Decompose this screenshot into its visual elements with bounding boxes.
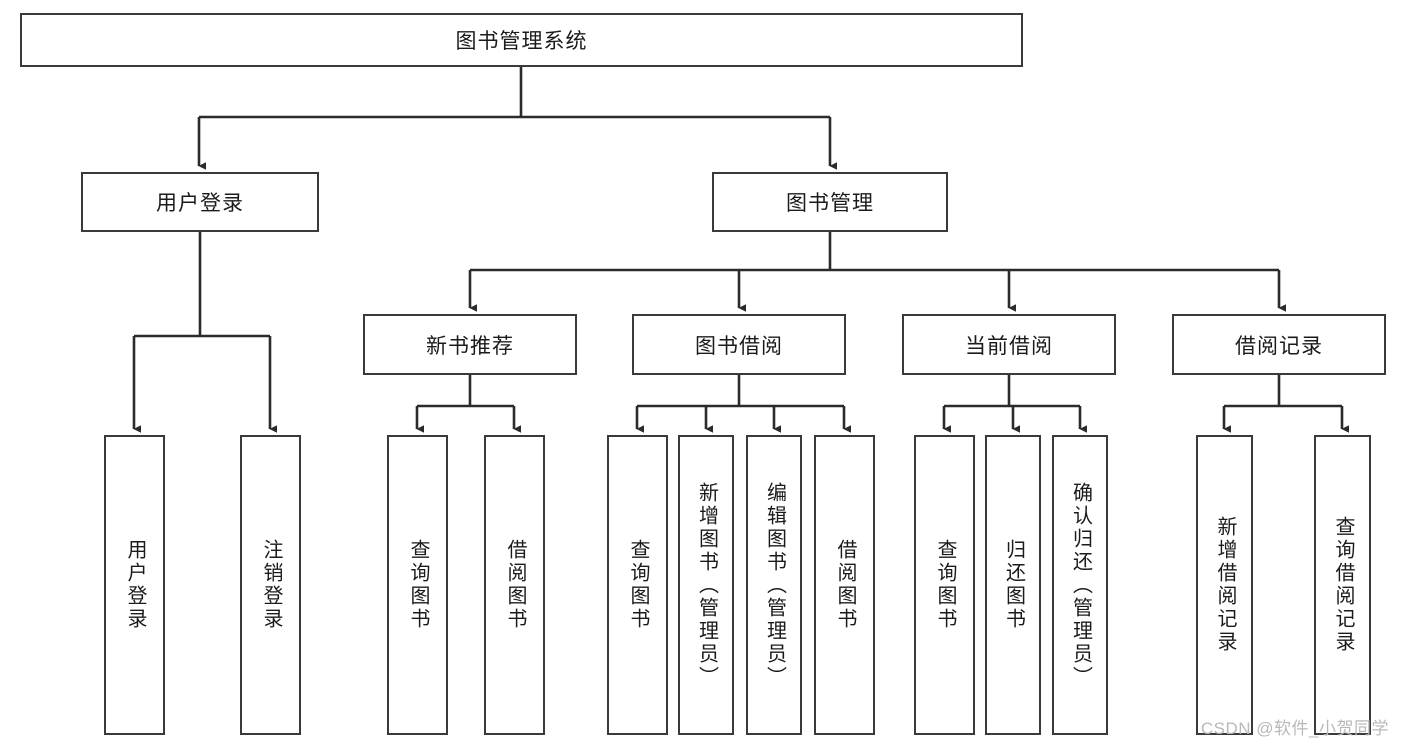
- node-leaf-logout[interactable]: 注销登录: [240, 435, 301, 735]
- node-root-label: 图书管理系统: [455, 30, 588, 53]
- node-current-borrow-label: 当前借阅: [965, 334, 1053, 358]
- node-leaf-user-login-label: 用户登录: [124, 539, 146, 631]
- node-leaf-edit-book-label: 编辑图书（管理员）: [763, 481, 786, 689]
- node-book-manage[interactable]: 图书管理: [712, 172, 948, 232]
- edge-new-book-recommend-to-leaves: [415, 375, 521, 433]
- node-borrow-record-label: 借阅记录: [1235, 334, 1323, 358]
- node-book-borrow[interactable]: 图书借阅: [632, 314, 846, 375]
- node-leaf-query-book-1[interactable]: 查询图书: [387, 435, 448, 735]
- node-leaf-query-book-3[interactable]: 查询图书: [914, 435, 975, 735]
- node-leaf-confirm-return[interactable]: 确认归还（管理员）: [1052, 435, 1108, 735]
- node-leaf-add-record[interactable]: 新增借阅记录: [1196, 435, 1253, 735]
- node-leaf-add-book[interactable]: 新增图书（管理员）: [678, 435, 734, 735]
- node-leaf-borrow-book-1[interactable]: 借阅图书: [484, 435, 545, 735]
- node-leaf-add-record-label: 新增借阅记录: [1214, 516, 1236, 654]
- node-leaf-query-record[interactable]: 查询借阅记录: [1314, 435, 1371, 735]
- node-leaf-borrow-book-1-label: 借阅图书: [504, 539, 526, 631]
- node-new-book-recommend[interactable]: 新书推荐: [363, 314, 577, 375]
- node-leaf-query-book-2-label: 查询图书: [627, 539, 649, 631]
- node-user-login[interactable]: 用户登录: [81, 172, 319, 232]
- node-leaf-borrow-book-2[interactable]: 借阅图书: [814, 435, 875, 735]
- node-leaf-confirm-return-label: 确认归还（管理员）: [1069, 481, 1092, 689]
- node-user-login-label: 用户登录: [156, 192, 244, 215]
- node-leaf-return-book-label: 归还图书: [1002, 539, 1025, 631]
- csdn-watermark: CSDN @软件_小贺同学: [1200, 719, 1389, 738]
- node-leaf-query-book-2[interactable]: 查询图书: [607, 435, 668, 735]
- node-book-manage-label: 图书管理: [786, 192, 874, 215]
- node-leaf-logout-label: 注销登录: [260, 539, 282, 631]
- node-leaf-user-login[interactable]: 用户登录: [104, 435, 165, 735]
- edge-book-manage-to-level3: [468, 232, 1286, 312]
- node-borrow-record[interactable]: 借阅记录: [1172, 314, 1386, 375]
- node-leaf-add-book-label: 新增图书（管理员）: [695, 481, 718, 689]
- edge-root-to-level2: [197, 67, 837, 170]
- edge-user-login-to-leaves: [132, 232, 277, 433]
- node-leaf-edit-book[interactable]: 编辑图书（管理员）: [746, 435, 802, 735]
- edge-current-borrow-to-leaves: [942, 375, 1087, 433]
- node-current-borrow[interactable]: 当前借阅: [902, 314, 1116, 375]
- node-leaf-borrow-book-2-label: 借阅图书: [834, 539, 856, 631]
- node-new-book-recommend-label: 新书推荐: [426, 334, 514, 358]
- node-leaf-query-record-label: 查询借阅记录: [1332, 516, 1354, 654]
- node-leaf-query-book-1-label: 查询图书: [407, 539, 429, 631]
- edge-book-borrow-to-leaves: [635, 375, 851, 433]
- node-root[interactable]: 图书管理系统: [20, 13, 1023, 67]
- node-leaf-query-book-3-label: 查询图书: [934, 539, 956, 631]
- node-book-borrow-label: 图书借阅: [695, 334, 783, 358]
- edge-borrow-record-to-leaves: [1222, 375, 1349, 433]
- node-leaf-return-book[interactable]: 归还图书: [985, 435, 1041, 735]
